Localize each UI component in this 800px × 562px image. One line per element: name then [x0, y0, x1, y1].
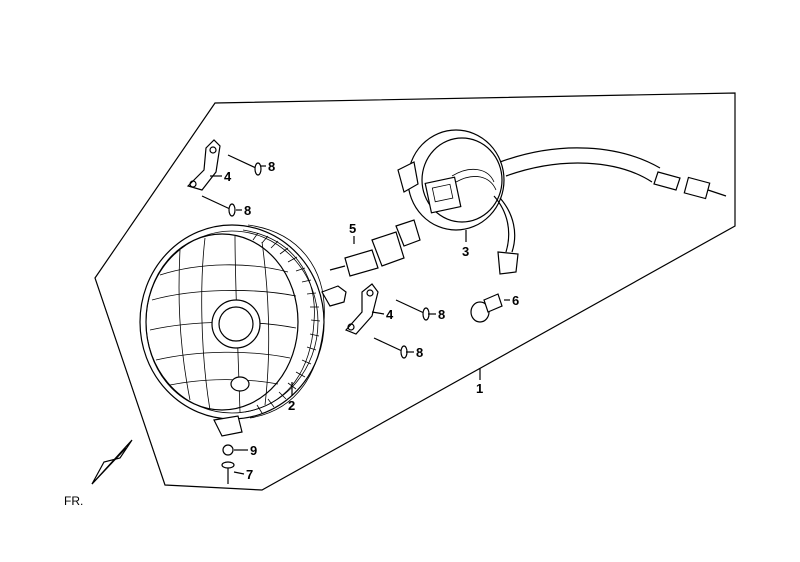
callout-8b: 8	[244, 203, 251, 218]
callout-6: 6	[512, 293, 519, 308]
callout-2: 2	[288, 398, 295, 413]
callout-8c: 8	[438, 307, 445, 322]
position-bulb	[470, 293, 503, 323]
wiring-harness	[493, 147, 727, 275]
callout-1: 1	[476, 381, 483, 396]
bolt	[221, 461, 235, 484]
callout-7: 7	[246, 467, 253, 482]
front-arrow-icon	[91, 439, 133, 485]
bracket-upper	[186, 139, 221, 191]
callout-4-lower: 4	[386, 307, 394, 322]
callout-3: 3	[462, 244, 469, 259]
screw-8d	[373, 337, 408, 359]
assembly-boundary	[94, 92, 736, 491]
callout-8a: 8	[268, 159, 275, 174]
back-cover	[397, 129, 505, 231]
bracket-lower	[344, 283, 379, 335]
callout-9: 9	[250, 443, 257, 458]
callout-4-upper: 4	[224, 169, 232, 184]
leader-lines	[210, 165, 510, 475]
headlight-bulb	[329, 219, 421, 277]
washer	[222, 444, 234, 456]
callout-8d: 8	[416, 345, 423, 360]
headlight-housing	[139, 224, 347, 437]
screw-8a	[227, 154, 262, 176]
callout-5: 5	[349, 221, 356, 236]
screw-8c	[395, 299, 430, 321]
front-direction-label: FR.	[64, 494, 83, 508]
screw-8b	[201, 195, 236, 217]
